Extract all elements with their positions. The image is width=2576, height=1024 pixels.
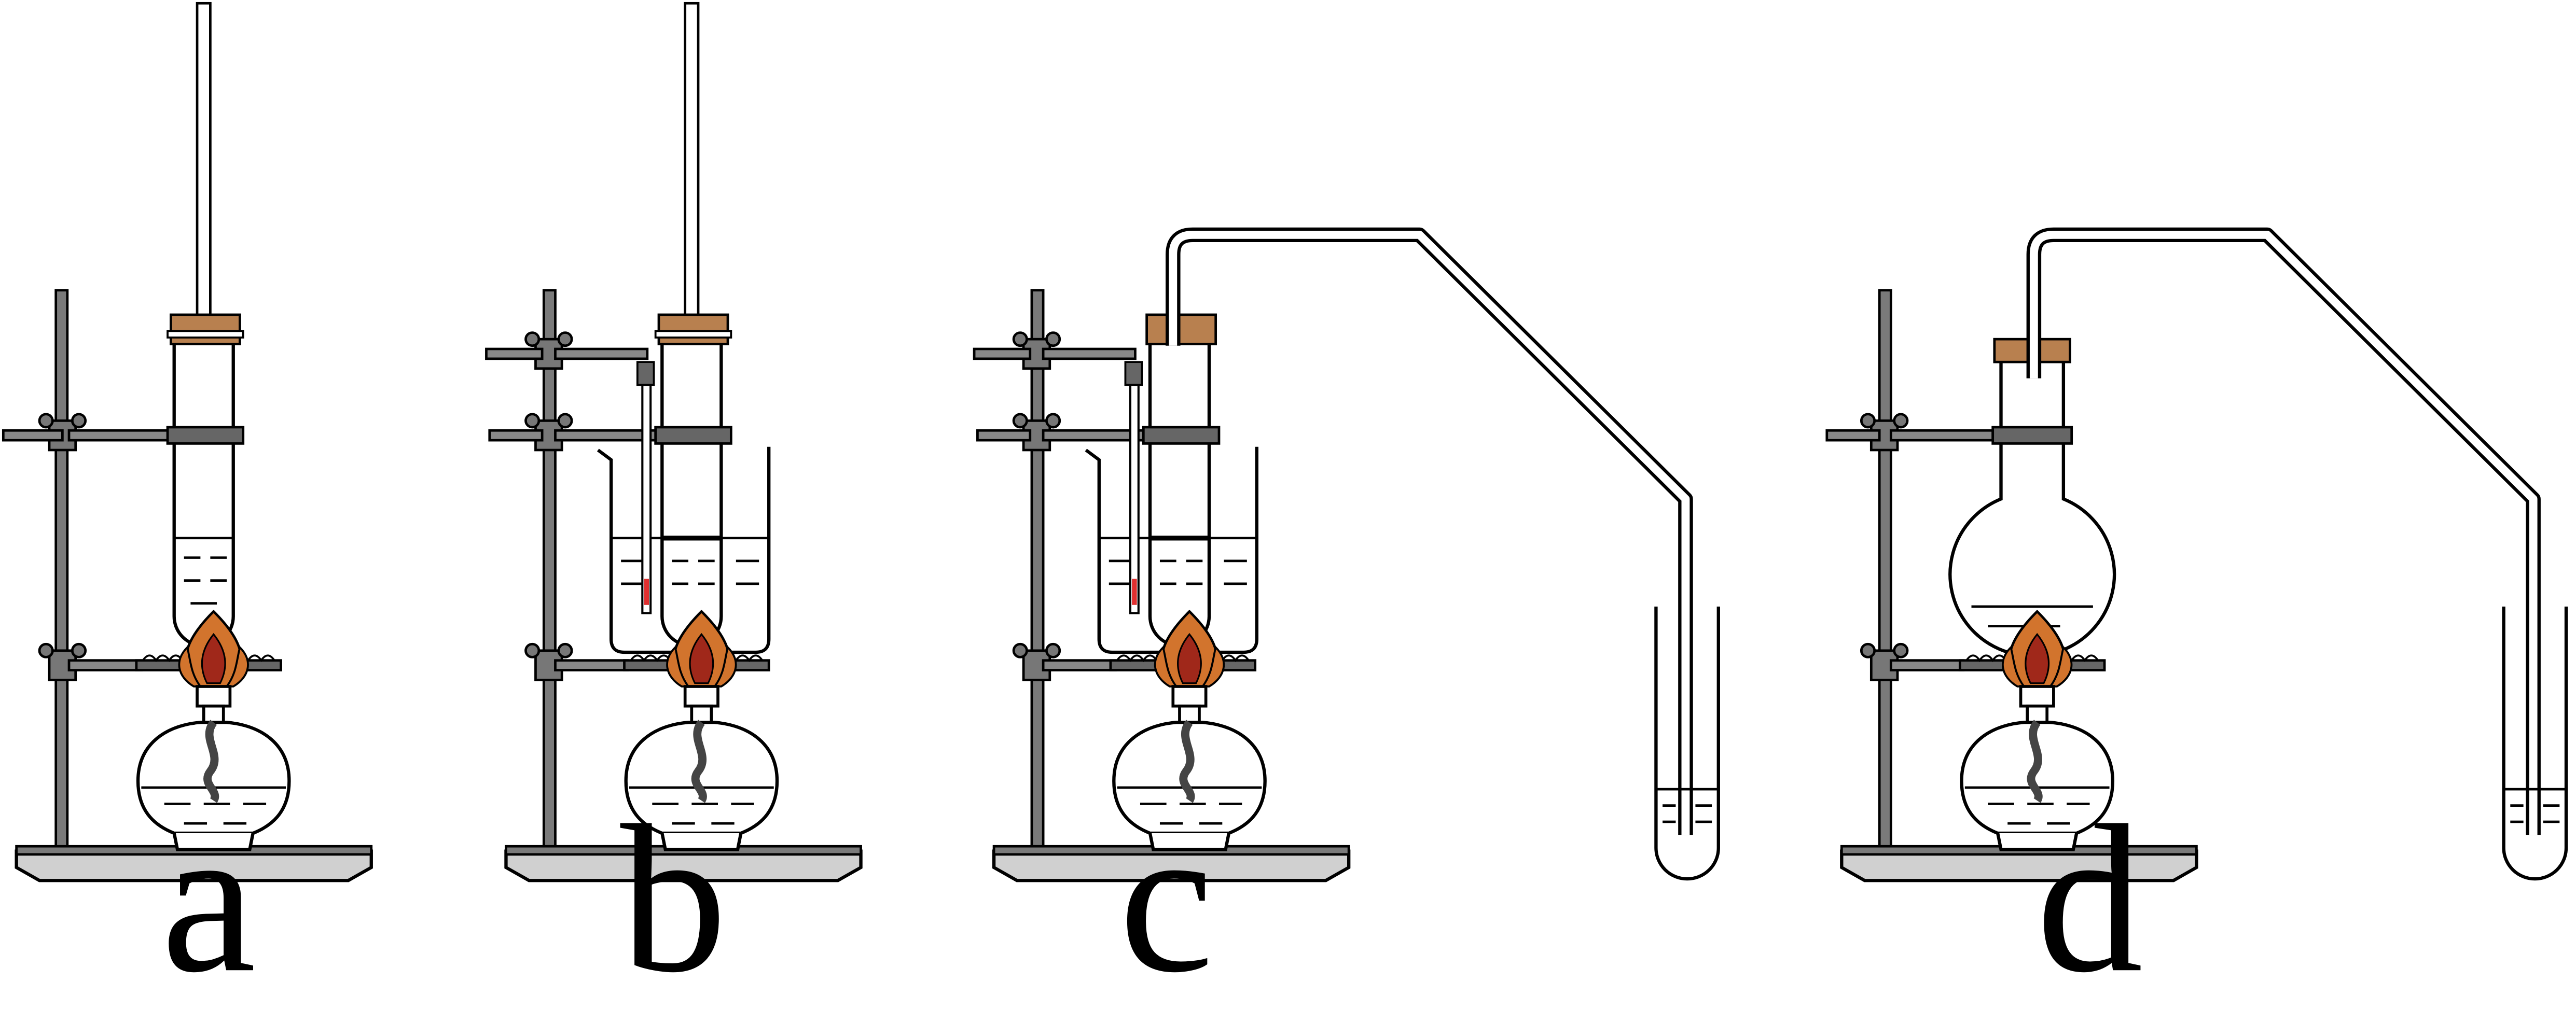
- thermometer-c: [1124, 361, 1143, 614]
- iron-stand-b: [485, 289, 861, 880]
- thermometer-b: [636, 361, 655, 614]
- test-tube-c: [1142, 313, 1221, 648]
- setup-c: c: [973, 227, 1720, 1016]
- iron-stand-c: [973, 289, 1349, 880]
- setup-b: b: [485, 2, 861, 1016]
- setup-a: a: [2, 2, 371, 1016]
- round-bottom-flask-d: [1948, 338, 2116, 658]
- label-c: c: [1119, 781, 1214, 1016]
- delivery-tube-d: [2026, 227, 2541, 835]
- label-d: d: [2037, 781, 2143, 1016]
- receiving-tube-d: [2502, 606, 2568, 881]
- receiving-tube-c: [1654, 606, 1720, 881]
- label-a: a: [161, 781, 256, 1016]
- setup-d: d: [1825, 227, 2568, 1016]
- test-tube-b: [654, 2, 732, 648]
- delivery-tube-c: [1166, 227, 1693, 835]
- test-tube-a: [166, 2, 245, 648]
- label-b: b: [620, 781, 727, 1016]
